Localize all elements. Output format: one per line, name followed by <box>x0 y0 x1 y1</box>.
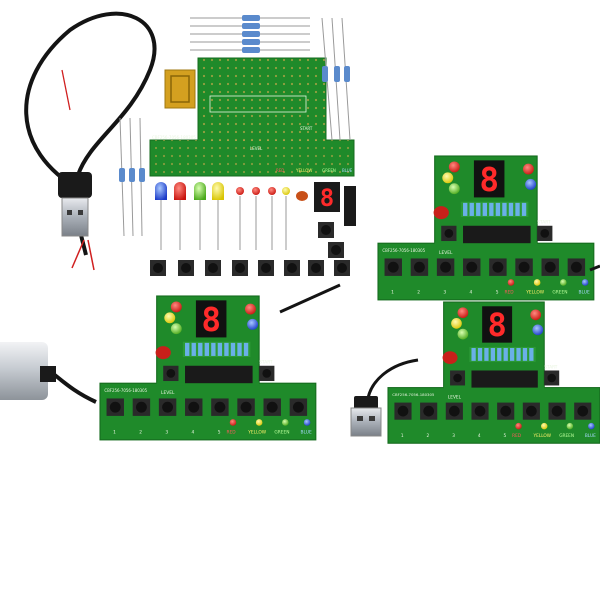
usb-plug-icon <box>350 358 419 437</box>
assembled-board-top-right <box>377 155 595 301</box>
power-bank-icon <box>0 342 97 404</box>
svg-text:CBF256-7056-180305: CBF256-7056-180305 <box>152 135 196 140</box>
svg-text:8: 8 <box>320 184 334 212</box>
assembled-board-bottom-right <box>387 301 600 444</box>
svg-text:RED: RED <box>276 168 284 173</box>
pushbutton-icon <box>150 222 350 276</box>
ic-chip-icon <box>344 186 356 226</box>
bare-pcb: CBF256-7056-180305 LEVEL START RED YELLO… <box>149 57 355 177</box>
svg-text:GREEN: GREEN <box>322 168 336 173</box>
seven-segment-icon: 8 <box>314 182 340 212</box>
usb-cable-icon <box>24 11 157 271</box>
power-cable <box>279 283 341 314</box>
svg-text:YELLOW: YELLOW <box>295 168 312 173</box>
led-icon <box>155 182 308 250</box>
resistor-icon <box>119 15 351 237</box>
assembled-board-bottom-left <box>99 295 317 441</box>
svg-text:BLUE: BLUE <box>342 168 353 173</box>
svg-text:LEVEL: LEVEL <box>250 146 263 151</box>
svg-text:START: START <box>300 126 313 131</box>
